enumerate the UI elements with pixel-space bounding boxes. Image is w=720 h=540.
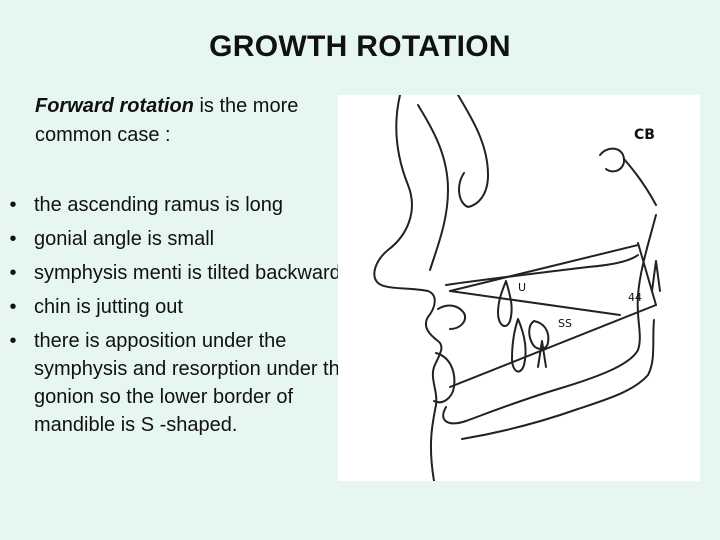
bullet-item-gonial-angle: • gonial angle is small bbox=[6, 225, 366, 253]
angle-44-label: 44 bbox=[628, 291, 642, 304]
bullet-dot: • bbox=[9, 228, 17, 250]
reference-line bbox=[449, 290, 621, 316]
bullet-dot: • bbox=[9, 194, 17, 216]
ramus-arrow bbox=[651, 260, 661, 292]
bullet-list: • the ascending ramus is long • gonial ang… bbox=[6, 191, 366, 445]
bullet-item-chin: • chin is jutting out bbox=[6, 293, 366, 321]
intro-text: Forward rotation is the more common case… bbox=[35, 92, 335, 150]
angle-u-label: U bbox=[518, 281, 527, 294]
sella-curl bbox=[599, 147, 626, 173]
upper-tooth bbox=[497, 280, 513, 328]
bullet-item-ramus: • the ascending ramus is long bbox=[6, 191, 366, 219]
bullet-text: chin is jutting out bbox=[34, 296, 183, 318]
nasal-bone bbox=[417, 104, 449, 271]
orbit-outline bbox=[457, 95, 489, 208]
reference-line-2 bbox=[449, 244, 639, 292]
bullet-text: symphysis menti is tilted backwards bbox=[34, 262, 351, 284]
lower-tooth bbox=[511, 318, 527, 373]
cb-label: CB bbox=[634, 127, 655, 143]
bullet-text: the ascending ramus is long bbox=[34, 194, 284, 216]
bullet-dot: • bbox=[9, 296, 17, 318]
bullet-item-symphysis: • symphysis menti is tilted backwards bbox=[6, 259, 366, 287]
chin-outline bbox=[433, 352, 456, 404]
molar-tooth bbox=[528, 320, 550, 350]
intro-rest: is the more common case : bbox=[35, 95, 299, 146]
cephalometric-tracing-figure: CB 44 SS U bbox=[338, 95, 700, 481]
bullet-text: there is apposition under the symphysis … bbox=[34, 330, 351, 436]
lip-outline bbox=[437, 304, 466, 330]
slide-title: GROWTH ROTATION bbox=[209, 30, 511, 63]
ramus-line bbox=[637, 242, 657, 306]
bullet-item-apposition: • there is apposition under the symphysis… bbox=[6, 327, 366, 439]
ramus-outline bbox=[442, 214, 657, 425]
mandibular-plane-line bbox=[449, 304, 657, 388]
intro-emphasis: Forward rotation bbox=[35, 95, 194, 117]
mandible-lower-border bbox=[461, 319, 655, 440]
bullet-text: gonial angle is small bbox=[34, 228, 215, 250]
bullet-dot: • bbox=[9, 330, 17, 352]
clivus-line bbox=[623, 158, 657, 206]
palate-outline bbox=[445, 254, 639, 286]
soft-tissue-profile bbox=[373, 95, 443, 481]
tracing-drawing bbox=[373, 95, 661, 481]
symphysis-arrow bbox=[537, 340, 547, 368]
angle-ss-label: SS bbox=[558, 317, 572, 330]
bullet-dot: • bbox=[9, 262, 17, 284]
